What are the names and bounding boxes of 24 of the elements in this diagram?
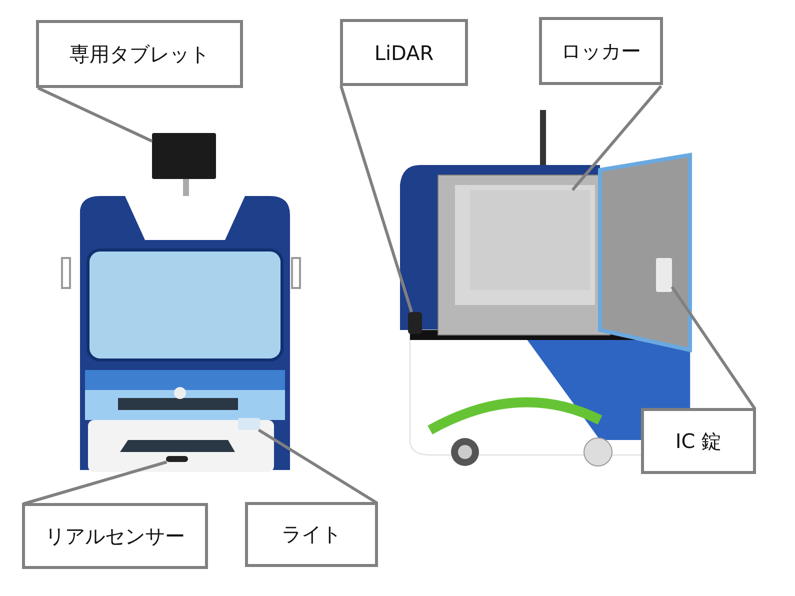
- lidar-sensor: [408, 312, 422, 334]
- rear-sensor: [166, 456, 188, 462]
- leader-line: [340, 86, 413, 312]
- callout-text: LiDAR: [374, 40, 434, 64]
- callout-box: [22, 503, 208, 569]
- light: [238, 418, 260, 430]
- callout-box: [641, 408, 756, 474]
- callout-text: ライト: [282, 521, 342, 548]
- leader-line: [670, 286, 756, 410]
- ic-lock: [656, 258, 672, 292]
- callout-text: 専用タブレット: [70, 40, 210, 68]
- callout-box: [36, 20, 243, 88]
- leader-line: [258, 428, 378, 504]
- locker-compartment: [470, 190, 590, 290]
- callout-box: [340, 19, 468, 86]
- callout-box: [539, 17, 663, 85]
- callout-text: リアルセンサー: [45, 522, 185, 550]
- tablet-screen: [152, 133, 216, 179]
- leader-line: [571, 85, 662, 191]
- leader-line: [37, 86, 153, 142]
- leader-line: [22, 460, 168, 506]
- callout-text: ロッカー: [561, 38, 641, 64]
- callout-box: [245, 502, 378, 567]
- callout-text: IC 錠: [675, 428, 722, 454]
